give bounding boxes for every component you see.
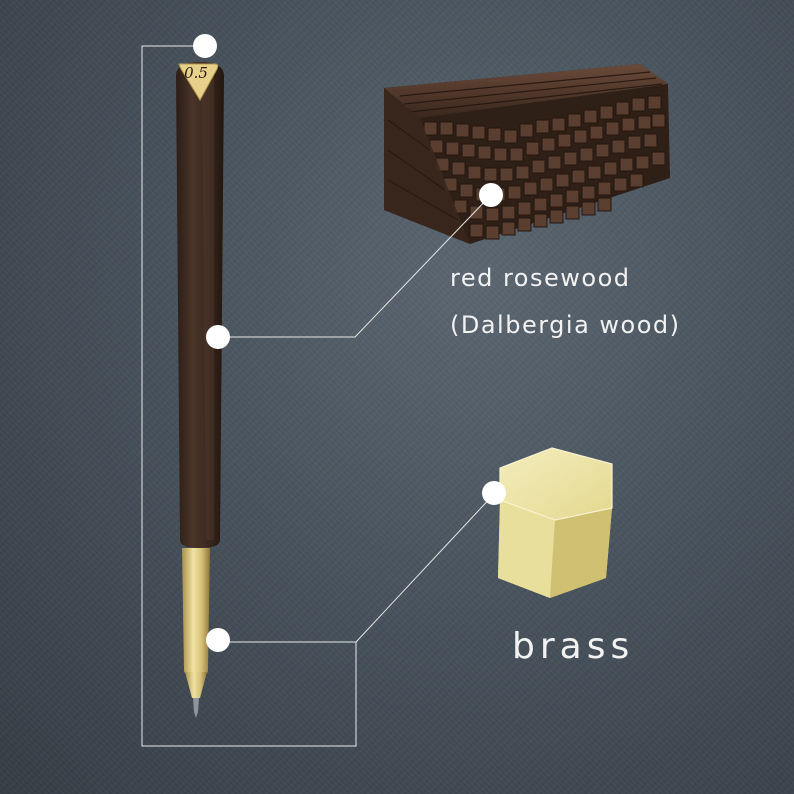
rosewood-stack-image [384, 64, 670, 244]
brass-label: brass [512, 626, 635, 667]
callout-dot-barrel [206, 325, 230, 349]
callout-dot-brass [482, 481, 506, 505]
pen-size-badge: 0.5 [184, 64, 208, 82]
callout-dot-rosewood [479, 183, 503, 207]
callout-dot-brass-section [206, 628, 230, 652]
callout-dot-pen-top [193, 34, 217, 58]
brass-hexagon-image [498, 447, 613, 598]
callout-lines [141, 45, 495, 747]
rosewood-label-line2: (Dalbergia wood) [450, 311, 681, 339]
callout-dots [193, 34, 506, 652]
pen-image [176, 62, 224, 718]
rosewood-label-line1: red rosewood [450, 264, 631, 292]
